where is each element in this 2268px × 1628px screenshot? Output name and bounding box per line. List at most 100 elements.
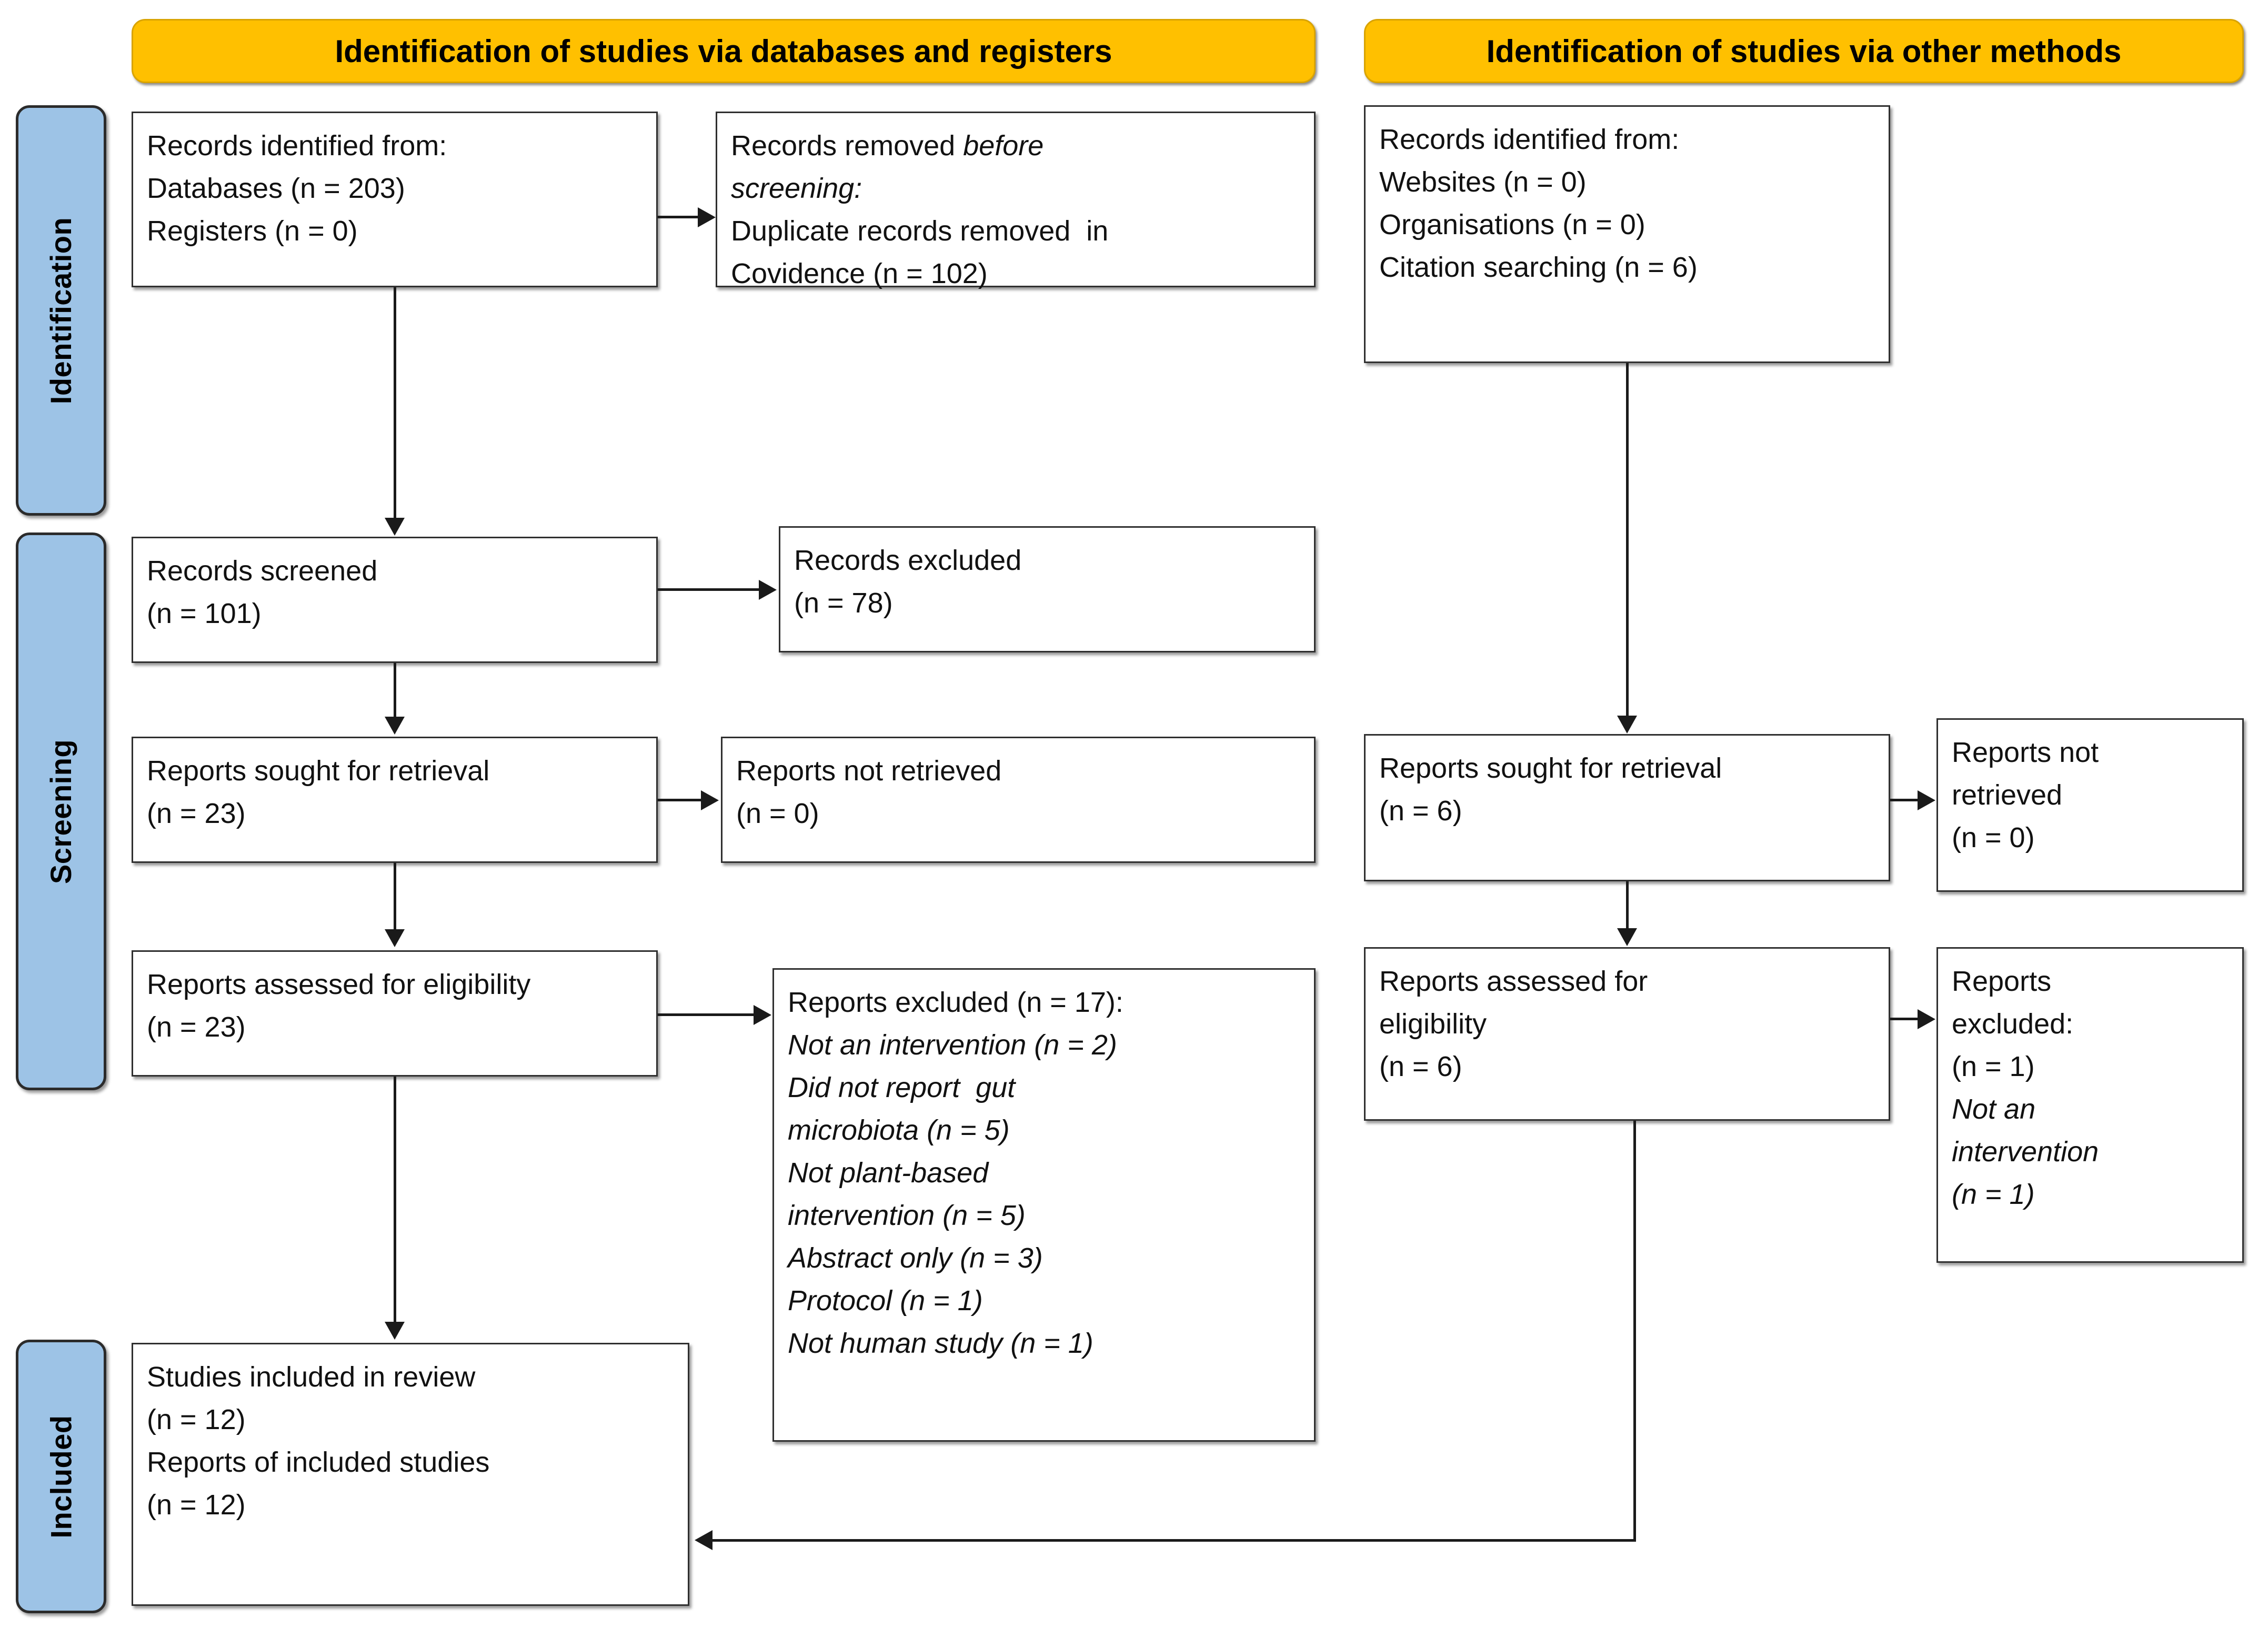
reports-excluded-left-reason-7: Protocol (n = 1) xyxy=(788,1285,983,1317)
connector-assessed-to-excluded-line xyxy=(658,1013,755,1016)
records-identified-other-line-4: Citation searching (n = 6) xyxy=(1379,252,1698,283)
banner-databases-registers: Identification of studies via databases … xyxy=(132,19,1316,83)
studies-included-line-2: (n = 12) xyxy=(147,1404,246,1435)
stage-sidebar-included: Included xyxy=(16,1340,106,1613)
connector-right-to-included-horizontal xyxy=(712,1539,1636,1542)
connector-sought-to-notretrieved-line xyxy=(658,799,702,801)
connector-sought-to-assessed-arrow xyxy=(385,929,405,947)
reports-excluded-left-reason-8: Not human study (n = 1) xyxy=(788,1328,1093,1359)
box-reports-not-retrieved-left: Reports not retrieved (n = 0) xyxy=(721,737,1316,863)
box-reports-sought-retrieval-left: Reports sought for retrieval (n = 23) xyxy=(132,737,658,863)
connector-screened-to-excluded-line xyxy=(658,588,760,591)
records-excluded-line-2: (n = 78) xyxy=(794,587,893,619)
records-identified-other-line-1: Records identified from: xyxy=(1379,124,1680,155)
connector-identified-to-removed-arrow xyxy=(698,207,716,227)
connector-right-to-included-arrow xyxy=(695,1530,712,1550)
reports-sought-left-line-2: (n = 23) xyxy=(147,798,246,829)
studies-included-line-4: (n = 12) xyxy=(147,1489,246,1521)
box-records-excluded: Records excluded (n = 78) xyxy=(779,526,1316,652)
records-identified-line-3: Registers (n = 0) xyxy=(147,215,358,247)
reports-excluded-left-reason-2: Did not report gut xyxy=(788,1072,1016,1103)
records-removed-line-1: Records removed before xyxy=(731,125,1300,167)
stage-label-screening: Screening xyxy=(44,739,78,884)
box-reports-excluded-right: Reports excluded: (n = 1) Not an interve… xyxy=(1936,947,2244,1263)
connector-assessed-to-included-line xyxy=(394,1077,396,1324)
stage-sidebar-identification: Identification xyxy=(16,105,106,516)
reports-assessed-right-line-1: Reports assessed for xyxy=(1379,966,1648,997)
box-reports-assessed-eligibility-right: Reports assessed for eligibility (n = 6) xyxy=(1364,947,1890,1121)
reports-excluded-right-line-1: Reports xyxy=(1952,966,2052,997)
box-records-screened: Records screened (n = 101) xyxy=(132,537,658,663)
reports-not-retrieved-right-line-3: (n = 0) xyxy=(1952,822,2035,853)
reports-excluded-right-line-3: (n = 1) xyxy=(1952,1051,2035,1082)
reports-excluded-left-header: Reports excluded (n = 17): xyxy=(788,987,1123,1018)
records-identified-line-2: Databases (n = 203) xyxy=(147,173,405,204)
records-screened-line-1: Records screened xyxy=(147,555,378,587)
reports-excluded-left-reason-6: Abstract only (n = 3) xyxy=(788,1242,1043,1274)
connector-screened-to-excluded-arrow xyxy=(759,580,777,600)
connector-identified-to-screened-line xyxy=(394,287,396,519)
studies-included-line-1: Studies included in review xyxy=(147,1361,476,1393)
reports-excluded-right-reason-1: Not an xyxy=(1952,1093,2036,1125)
reports-assessed-left-line-2: (n = 23) xyxy=(147,1011,246,1043)
connector-sought-right-to-notretrieved-line xyxy=(1890,799,1919,801)
records-identified-other-line-3: Organisations (n = 0) xyxy=(1379,209,1645,240)
banner-right-label: Identification of studies via other meth… xyxy=(1486,33,2122,69)
reports-not-retrieved-left-line-2: (n = 0) xyxy=(736,798,819,829)
connector-sought-to-notretrieved-arrow xyxy=(701,790,719,810)
banner-other-methods: Identification of studies via other meth… xyxy=(1364,19,2244,83)
connector-right-to-included-vertical xyxy=(1633,1121,1636,1542)
stage-label-identification: Identification xyxy=(44,217,78,404)
reports-excluded-left-reason-5: intervention (n = 5) xyxy=(788,1200,1026,1231)
reports-assessed-right-line-3: (n = 6) xyxy=(1379,1051,1462,1082)
reports-sought-left-line-1: Reports sought for retrieval xyxy=(147,755,490,787)
reports-excluded-left-reason-1: Not an intervention (n = 2) xyxy=(788,1029,1117,1061)
connector-assessed-to-excluded-arrow xyxy=(754,1005,771,1025)
connector-assessed-to-included-arrow xyxy=(385,1322,405,1340)
records-excluded-line-1: Records excluded xyxy=(794,545,1022,576)
box-studies-included: Studies included in review (n = 12) Repo… xyxy=(132,1343,689,1606)
records-removed-line-2: screening: xyxy=(731,173,862,204)
records-screened-line-2: (n = 101) xyxy=(147,598,262,629)
reports-assessed-left-line-1: Reports assessed for eligibility xyxy=(147,969,531,1000)
box-reports-excluded-left: Reports excluded (n = 17): Not an interv… xyxy=(772,968,1316,1442)
banner-left-label: Identification of studies via databases … xyxy=(335,33,1112,69)
box-records-removed-before-screening: Records removed before screening: Duplic… xyxy=(716,112,1316,289)
stage-label-included: Included xyxy=(44,1414,78,1539)
connector-identified-to-removed-line xyxy=(658,216,699,218)
records-identified-line-1: Records identified from: xyxy=(147,130,447,162)
records-removed-italic-before: before xyxy=(963,130,1044,162)
stage-sidebar-screening: Screening xyxy=(16,532,106,1090)
records-identified-other-line-2: Websites (n = 0) xyxy=(1379,166,1587,198)
reports-excluded-right-reason-2: intervention xyxy=(1952,1136,2099,1168)
connector-assessed-right-to-excluded-line xyxy=(1890,1018,1919,1020)
reports-sought-right-line-1: Reports sought for retrieval xyxy=(1379,752,1722,784)
connector-assessed-right-to-excluded-arrow xyxy=(1918,1009,1935,1029)
box-reports-sought-retrieval-right: Reports sought for retrieval (n = 6) xyxy=(1364,734,1890,881)
reports-excluded-left-reason-4: Not plant-based xyxy=(788,1157,989,1189)
connector-sought-to-assessed-line xyxy=(394,863,396,931)
studies-included-line-3: Reports of included studies xyxy=(147,1446,490,1478)
box-reports-assessed-eligibility-left: Reports assessed for eligibility (n = 23… xyxy=(132,950,658,1077)
connector-other-to-sought-right-line xyxy=(1626,363,1629,717)
reports-excluded-left-reason-3: microbiota (n = 5) xyxy=(788,1114,1010,1146)
records-removed-line-4: Covidence (n = 102) xyxy=(731,258,988,289)
records-removed-roman: Records removed xyxy=(731,130,964,162)
connector-other-to-sought-right-arrow xyxy=(1617,716,1637,733)
box-reports-not-retrieved-right: Reports not retrieved (n = 0) xyxy=(1936,718,2244,892)
reports-excluded-right-line-2: excluded: xyxy=(1952,1008,2074,1040)
connector-sought-right-to-assessed-line xyxy=(1626,881,1629,930)
reports-not-retrieved-right-line-1: Reports not xyxy=(1952,737,2099,768)
reports-not-retrieved-left-line-1: Reports not retrieved xyxy=(736,755,1002,787)
connector-sought-right-to-notretrieved-arrow xyxy=(1918,790,1935,810)
reports-excluded-right-reason-3: (n = 1) xyxy=(1952,1179,2035,1210)
reports-sought-right-line-2: (n = 6) xyxy=(1379,795,1462,827)
box-records-identified: Records identified from: Databases (n = … xyxy=(132,112,658,287)
reports-assessed-right-line-2: eligibility xyxy=(1379,1008,1487,1040)
connector-screened-to-sought-arrow xyxy=(385,717,405,735)
reports-not-retrieved-right-line-2: retrieved xyxy=(1952,779,2063,811)
connector-screened-to-sought-line xyxy=(394,663,396,719)
connector-identified-to-screened-arrow xyxy=(385,518,405,536)
box-records-identified-other: Records identified from: Websites (n = 0… xyxy=(1364,105,1890,363)
